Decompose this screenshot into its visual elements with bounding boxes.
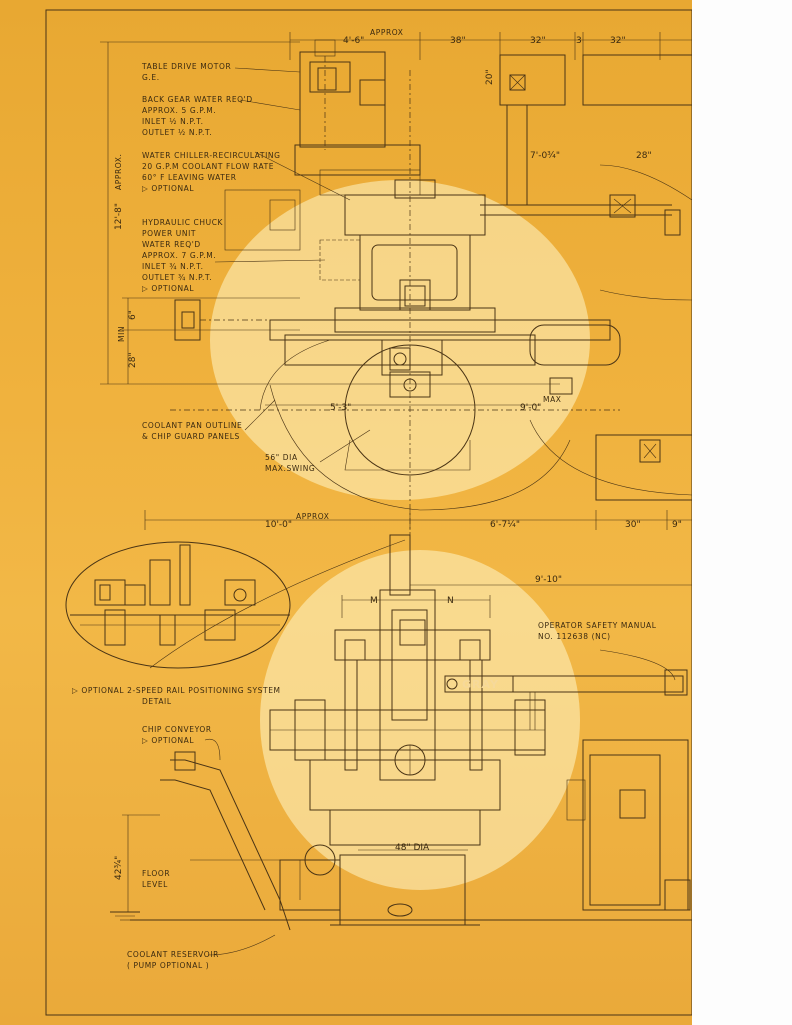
callout-back-gear-water: BACK GEAR WATER REQ'D APPROX. 5 G.P.M. I… [142, 95, 253, 137]
svg-text:& CHIP GUARD PANELS: & CHIP GUARD PANELS [142, 432, 240, 441]
machine-layout-drawing: GRAY TABLE [45, 9, 692, 1016]
callout-water-chiller: WATER CHILLER-RECIRCULATING 20 G.P.M COO… [142, 151, 281, 193]
svg-text:MAX.SWING: MAX.SWING [265, 464, 315, 473]
dim-32a: 32" [530, 36, 546, 46]
svg-text:WATER REQ'D: WATER REQ'D [142, 240, 201, 249]
dim-20: 20" [485, 69, 495, 85]
dim-42: 42¾" [114, 856, 124, 880]
drawing-sheet: GRAY TABLE [0, 0, 692, 1025]
svg-text:OPERATOR SAFETY MANUAL: OPERATOR SAFETY MANUAL [538, 621, 657, 630]
callout-chip-conveyor: CHIP CONVEYOR ▷ OPTIONAL [142, 725, 212, 745]
svg-text:60° F LEAVING WATER: 60° F LEAVING WATER [142, 173, 237, 182]
rail-positioning-detail [65, 539, 406, 669]
page-margin [692, 0, 792, 1025]
callout-coolant-reservoir: COOLANT RESERVOIR ( PUMP OPTIONAL ) [127, 950, 219, 970]
dim-32b: 32" [610, 36, 626, 46]
front-elevation: GRAY [110, 534, 692, 956]
svg-text:20 G.P.M COOLANT FLOW RATE: 20 G.P.M COOLANT FLOW RATE [142, 162, 274, 171]
callout-table-drive-motor: TABLE DRIVE MOTOR G.E. [141, 62, 231, 82]
dim-min: MIN [117, 326, 126, 342]
dim-4-6: 4'-6" [343, 36, 364, 46]
svg-text:OUTLET ½ N.P.T.: OUTLET ½ N.P.T. [142, 128, 212, 137]
svg-text:BACK GEAR WATER REQ'D: BACK GEAR WATER REQ'D [142, 95, 253, 104]
svg-text:POWER UNIT: POWER UNIT [142, 229, 196, 238]
callout-operator-manual: OPERATOR SAFETY MANUAL NO. 112638 (NC) [538, 621, 657, 641]
callout-hydraulic-power-unit: HYDRAULIC CHUCK POWER UNIT WATER REQ'D A… [142, 218, 224, 293]
dimension-labels: 4'-6" APPROX 38" 32" 3 32" 20" 7'-0¾" 28… [114, 28, 682, 880]
dim-7-0: 7'-0¾" [530, 151, 560, 161]
svg-text:CHIP CONVEYOR: CHIP CONVEYOR [142, 725, 212, 734]
dim-30: 30" [625, 520, 641, 530]
sheet-border [45, 9, 692, 1016]
svg-text:OUTLET ¾ N.P.T.: OUTLET ¾ N.P.T. [142, 273, 212, 282]
callout-max-swing: 56" DIA MAX.SWING [265, 453, 315, 473]
svg-text:NO. 112638 (NC): NO. 112638 (NC) [538, 632, 611, 641]
svg-text:▷ OPTIONAL: ▷ OPTIONAL [142, 284, 194, 293]
svg-text:HYDRAULIC CHUCK: HYDRAULIC CHUCK [142, 218, 224, 227]
svg-text:APPROX. 7 G.P.M.: APPROX. 7 G.P.M. [142, 251, 216, 260]
dim-38: 38" [450, 36, 466, 46]
svg-text:LEVEL: LEVEL [142, 880, 168, 889]
svg-text:INLET ¾ N.P.T.: INLET ¾ N.P.T. [142, 262, 204, 271]
svg-text:COOLANT RESERVOIR: COOLANT RESERVOIR [127, 950, 219, 959]
svg-text:▷ OPTIONAL 2-SPEED RAIL POSITI: ▷ OPTIONAL 2-SPEED RAIL POSITIONING SYST… [72, 686, 281, 695]
dim-approx-bottom: APPROX [296, 512, 330, 521]
svg-text:▷ OPTIONAL: ▷ OPTIONAL [142, 184, 194, 193]
dim-9-0: 9'-0" [520, 403, 541, 413]
dim-12-8: 12'-8" [114, 203, 124, 230]
svg-text:FLOOR: FLOOR [142, 869, 170, 878]
dim-n: N [447, 596, 454, 606]
dim-max: MAX [543, 395, 562, 404]
svg-text:APPROX. 5 G.P.M.: APPROX. 5 G.P.M. [142, 106, 216, 115]
svg-text:INLET ½ N.P.T.: INLET ½ N.P.T. [142, 117, 204, 126]
dim-approx-v: APPROX. [114, 153, 123, 190]
dim-28r: 28" [636, 151, 652, 161]
dim-10-0: 10'-0" [265, 520, 292, 530]
svg-text:( PUMP OPTIONAL ): ( PUMP OPTIONAL ) [127, 961, 209, 970]
callout-rail-positioning: ▷ OPTIONAL 2-SPEED RAIL POSITIONING SYST… [72, 686, 281, 706]
svg-text:DETAIL: DETAIL [142, 697, 172, 706]
dim-6-7: 6'-7¼" [490, 520, 520, 530]
plan-view [100, 32, 692, 560]
dim-9: 9" [672, 520, 682, 530]
dim-6: 6" [128, 310, 138, 320]
dim-28l: 28" [128, 352, 138, 368]
svg-text:TABLE DRIVE MOTOR: TABLE DRIVE MOTOR [141, 62, 231, 71]
dim-48-dia: 48" DIA [395, 843, 430, 853]
brand-nameplate: GRAY [462, 678, 499, 691]
svg-text:▷ OPTIONAL: ▷ OPTIONAL [142, 736, 194, 745]
svg-text:56" DIA: 56" DIA [265, 453, 298, 462]
dim-m: M [370, 596, 378, 606]
dim-9-10: 9'-10" [535, 575, 562, 585]
dim-3: 3 [576, 36, 582, 46]
svg-text:WATER CHILLER-RECIRCULATING: WATER CHILLER-RECIRCULATING [142, 151, 281, 160]
callout-floor-level: FLOOR LEVEL [142, 869, 170, 889]
callout-coolant-pan: COOLANT PAN OUTLINE & CHIP GUARD PANELS [142, 421, 242, 441]
dim-5-3: 5'-3" [330, 403, 351, 413]
svg-text:G.E.: G.E. [142, 73, 160, 82]
dim-approx-top: APPROX [370, 28, 404, 37]
svg-text:COOLANT PAN OUTLINE: COOLANT PAN OUTLINE [142, 421, 242, 430]
